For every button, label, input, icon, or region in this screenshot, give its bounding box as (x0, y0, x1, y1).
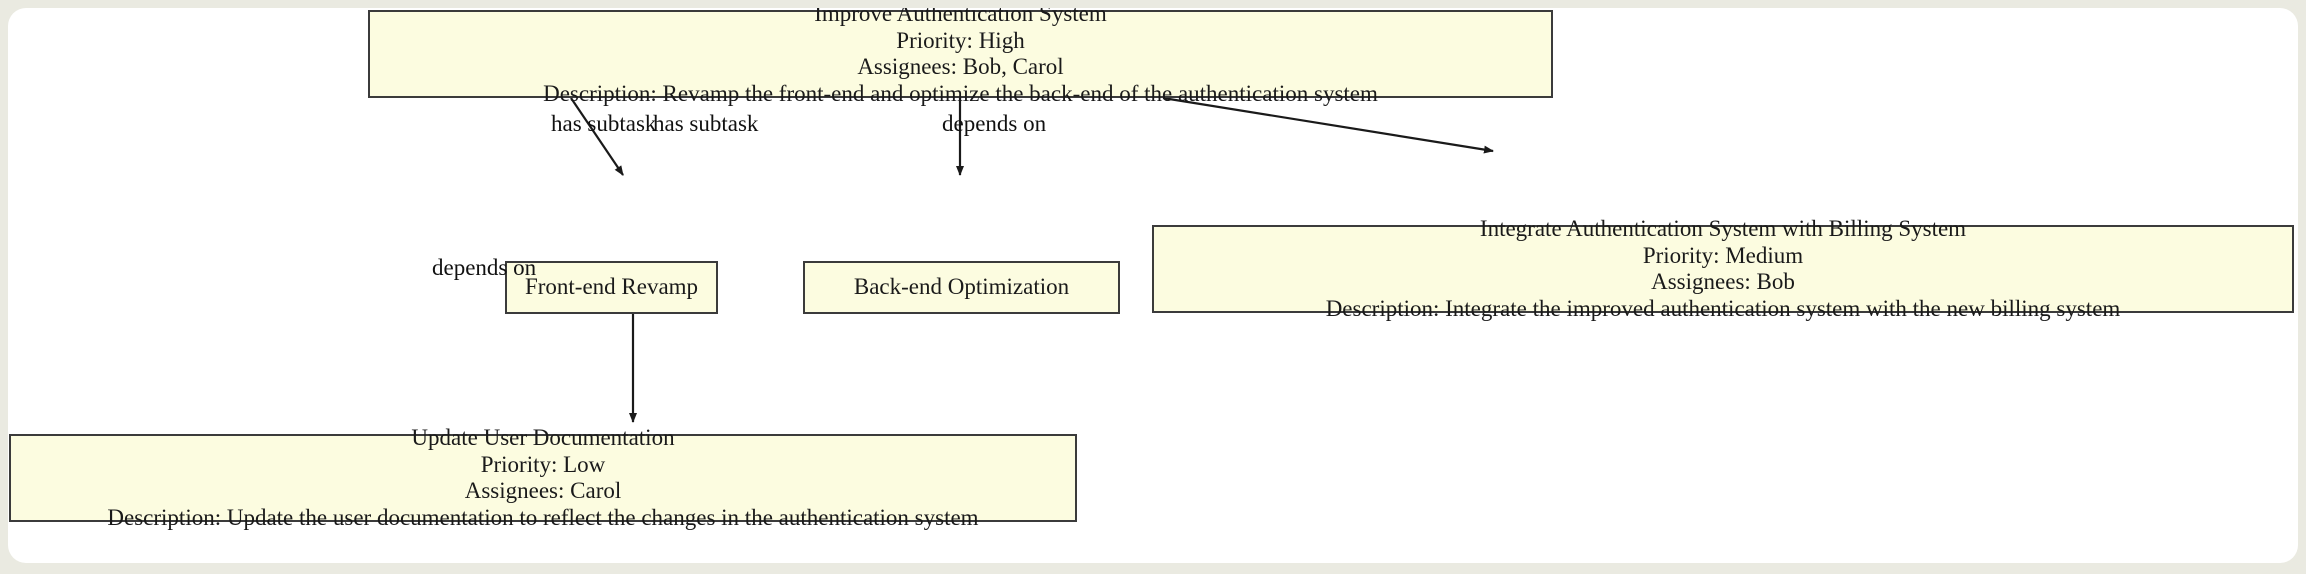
node-priority: Priority: Medium (1642, 242, 1804, 268)
node-title: Integrate Authentication System with Bil… (1479, 216, 1967, 241)
node-integrate-authentication-system-with-billing-system[interactable]: Integrate Authentication System with Bil… (1152, 216, 2294, 321)
edge-improve-to-integrate (1162, 96, 1494, 154)
edge-label-has-subtask-frontend: has subtask (551, 111, 657, 136)
node-description: Description: Update the user documentati… (107, 504, 979, 530)
edge-layer (570, 96, 1494, 423)
node-update-user-documentation[interactable]: Update User Documentation Priority: Low … (9, 425, 1077, 530)
edge-label-depends-on-documentation: depends on (432, 255, 537, 280)
node-title: Back-end Optimization (853, 274, 1070, 300)
edge-label-depends-on-integrate: depends on (942, 111, 1047, 136)
node-priority: Priority: High (896, 27, 1025, 53)
diagram-canvas: Improve Authentication System Priority: … (8, 8, 2298, 563)
node-back-end-optimization[interactable]: Back-end Optimization (803, 261, 1120, 314)
node-assignees: Assignees: Bob (1651, 269, 1795, 294)
node-front-end-revamp[interactable]: Front-end Revamp (505, 261, 718, 314)
node-assignees: Assignees: Carol (464, 478, 622, 503)
edge-label-has-subtask-backend: has subtask (653, 111, 759, 136)
node-assignees: Assignees: Bob, Carol (857, 54, 1064, 79)
node-title: Improve Authentication System (814, 8, 1107, 26)
node-improve-authentication-system[interactable]: Improve Authentication System Priority: … (368, 8, 1553, 106)
node-description: Description: Revamp the front-end and op… (543, 80, 1378, 106)
node-description: Description: Integrate the improved auth… (1325, 295, 2121, 321)
node-title: Update User Documentation (411, 425, 675, 450)
node-priority: Priority: Low (480, 451, 606, 477)
node-title: Front-end Revamp (524, 274, 699, 300)
edge-improve-to-frontend (570, 97, 624, 176)
